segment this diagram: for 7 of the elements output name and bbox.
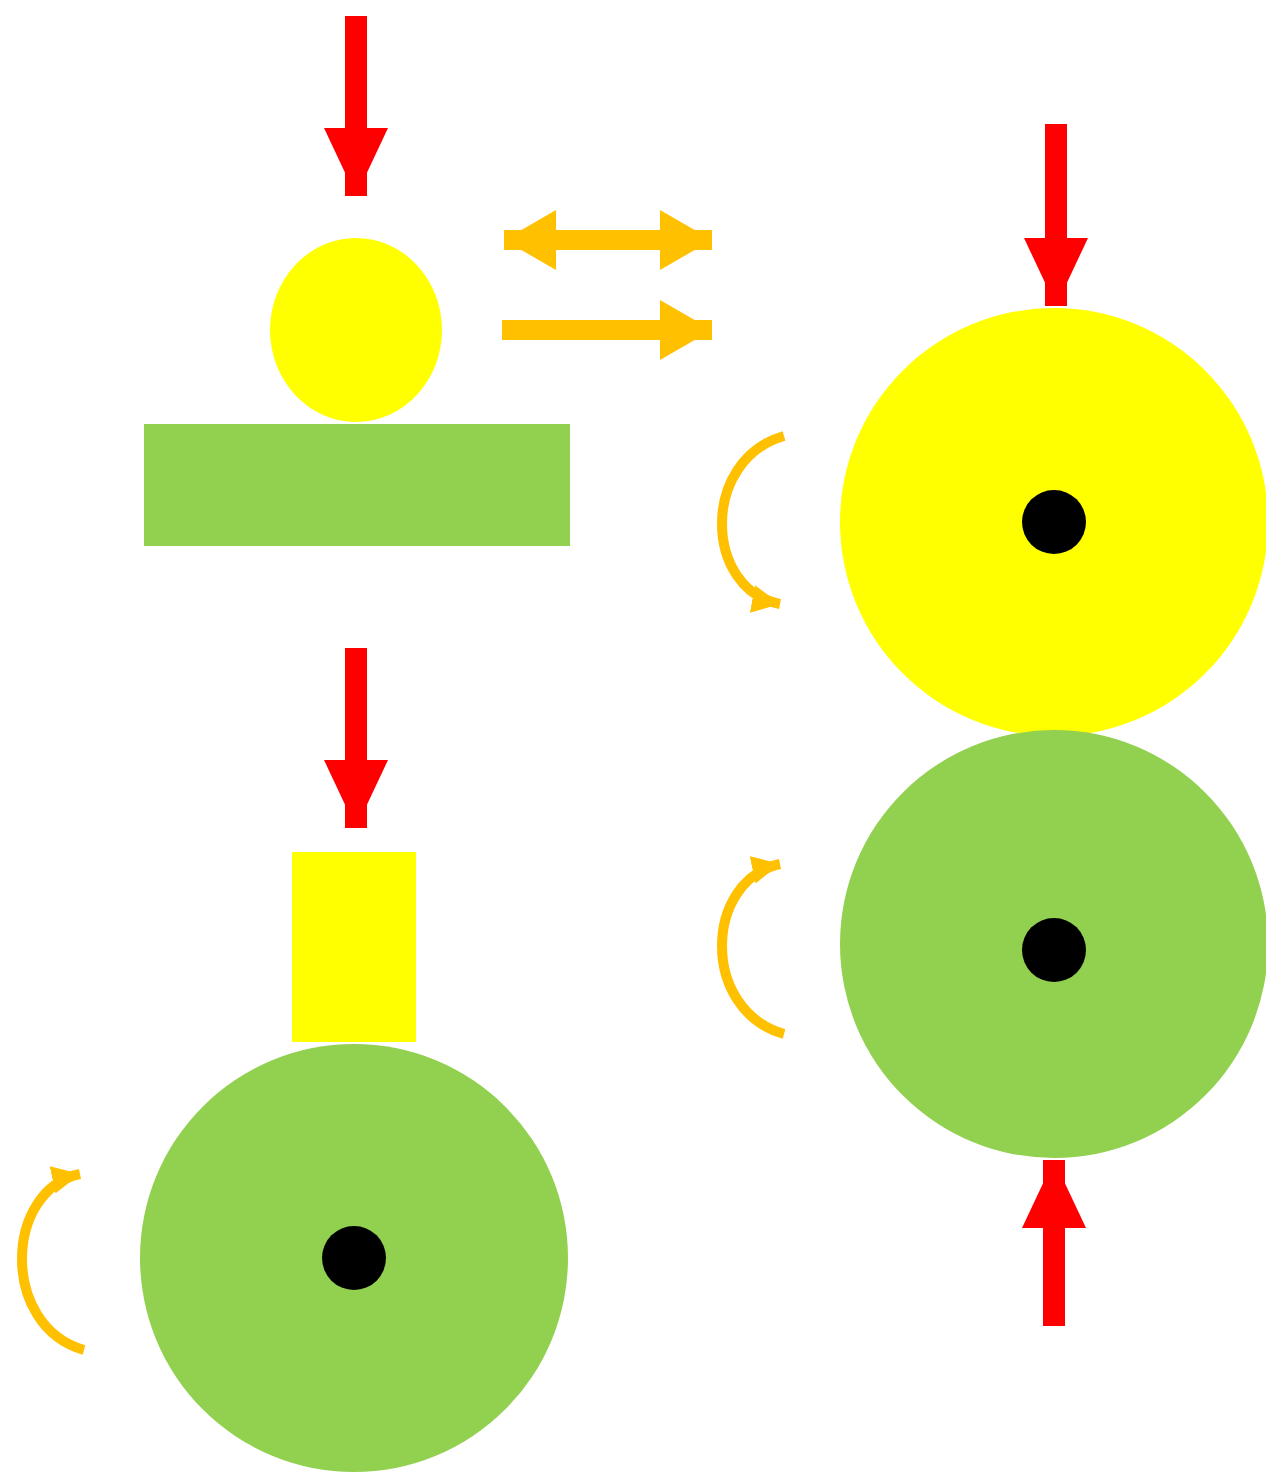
flat-plate <box>144 424 570 546</box>
disc <box>140 1044 568 1472</box>
axle-dot <box>1022 490 1086 554</box>
axle-dot <box>1022 918 1086 982</box>
axle-dot <box>322 1226 386 1290</box>
ball <box>270 238 442 422</box>
pin <box>292 852 416 1042</box>
